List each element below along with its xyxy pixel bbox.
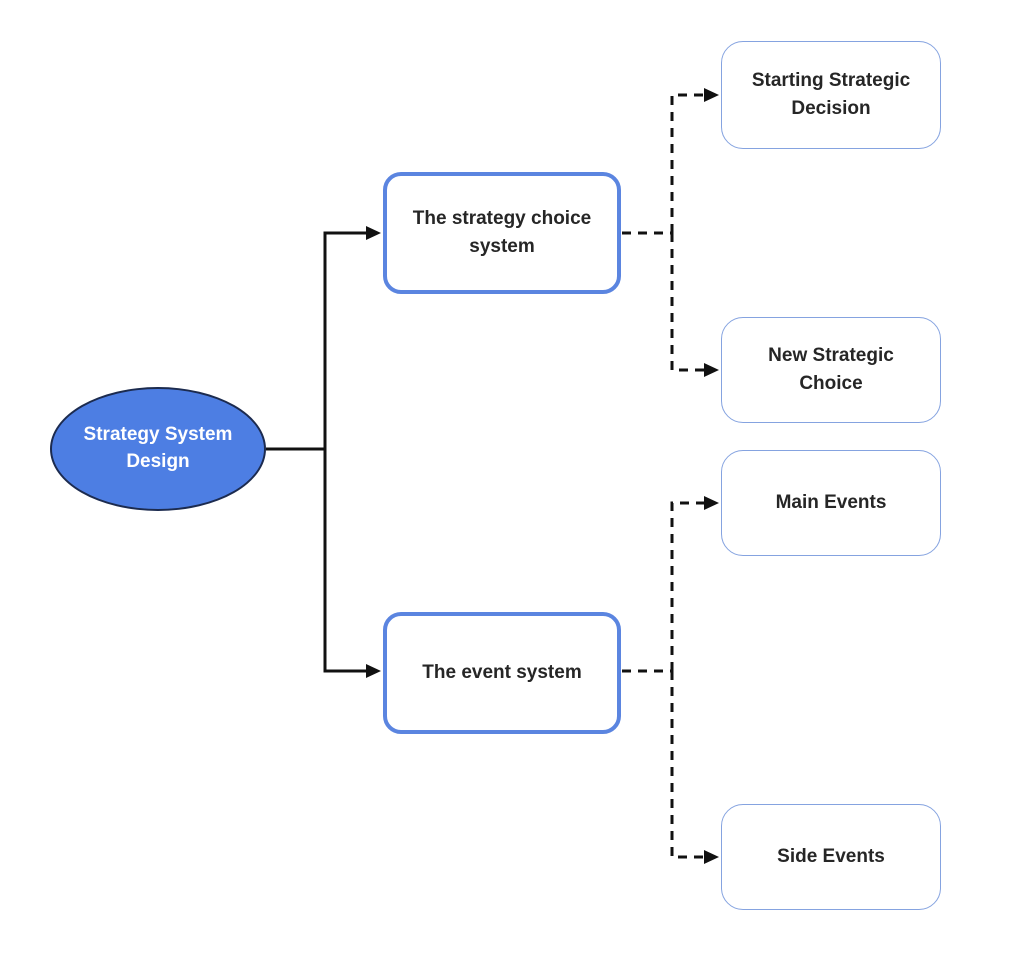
node-branch-strategy-choice-system[interactable]: The strategy choice system (383, 172, 621, 294)
node-label: Starting Strategic Decision (751, 70, 911, 119)
arrowhead-leaf-4 (704, 850, 719, 864)
node-label: The strategy choice system (412, 208, 592, 257)
connector-branch-1-to-leaf-2 (670, 233, 704, 372)
arrowhead-branch-1 (366, 226, 381, 240)
node-leaf-new-strategic-choice[interactable]: New Strategic Choice (721, 317, 941, 423)
node-root-strategy-system-design[interactable]: Strategy System Design (50, 387, 266, 511)
node-leaf-starting-strategic-decision[interactable]: Starting Strategic Decision (721, 41, 941, 149)
arrowhead-leaf-1 (704, 88, 719, 102)
arrowhead-leaf-2 (704, 363, 719, 377)
node-label: The event system (422, 662, 582, 684)
arrowhead-branch-2 (366, 664, 381, 678)
connector-root-to-branch-2 (323, 449, 366, 673)
node-leaf-main-events[interactable]: Main Events (721, 450, 941, 556)
connector-branch-1-to-leaf-1 (670, 93, 704, 233)
connector-root-to-branch-1 (266, 231, 366, 451)
arrowhead-leaf-3 (704, 496, 719, 510)
node-branch-event-system[interactable]: The event system (383, 612, 621, 734)
connector-branch-2-to-leaf-3 (670, 501, 704, 671)
node-label: Side Events (777, 846, 885, 868)
node-label: Main Events (775, 492, 887, 514)
node-label: New Strategic Choice (768, 345, 894, 394)
node-label: Strategy System Design (83, 424, 233, 472)
node-leaf-side-events[interactable]: Side Events (721, 804, 941, 910)
connector-branch-2-to-leaf-4 (670, 671, 704, 859)
